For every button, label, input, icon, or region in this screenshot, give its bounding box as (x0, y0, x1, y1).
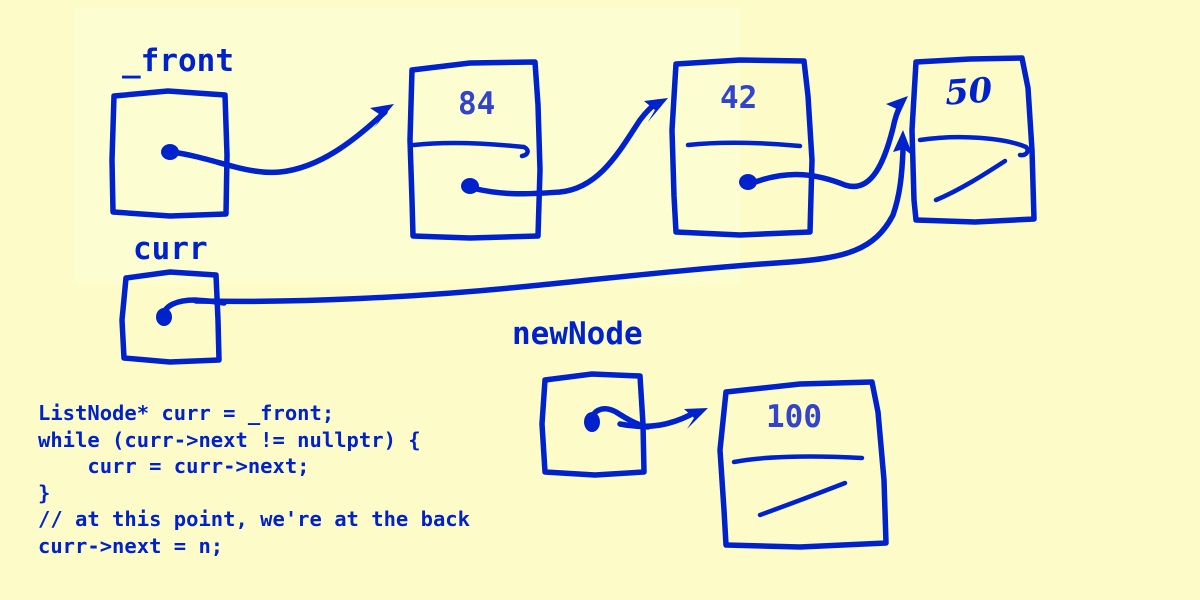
curr-pointer-box (119, 269, 227, 365)
code-snippet: ListNode* curr = _front; while (curr->ne… (38, 401, 470, 558)
arrow-node84-to-node42 (469, 98, 668, 197)
newnode-pointer-label: newNode (512, 316, 643, 352)
arrow-node42-to-node50 (747, 96, 908, 190)
node-100-value: 100 (766, 399, 822, 435)
node-50-value: 50 (943, 70, 994, 114)
node-42-value: 42 (720, 80, 758, 116)
node-50-box (909, 55, 1037, 225)
node-84-value: 84 (458, 86, 496, 122)
front-pointer-box (109, 88, 230, 219)
arrow-front-to-node84 (169, 104, 394, 176)
node-100-box (717, 379, 889, 550)
front-pointer-label: _front (122, 43, 234, 79)
curr-pointer-label: curr (133, 231, 208, 267)
arrow-curr-to-node50 (193, 130, 913, 305)
node-42-box (669, 57, 815, 238)
arrow-newnode-to-node100 (617, 408, 708, 430)
